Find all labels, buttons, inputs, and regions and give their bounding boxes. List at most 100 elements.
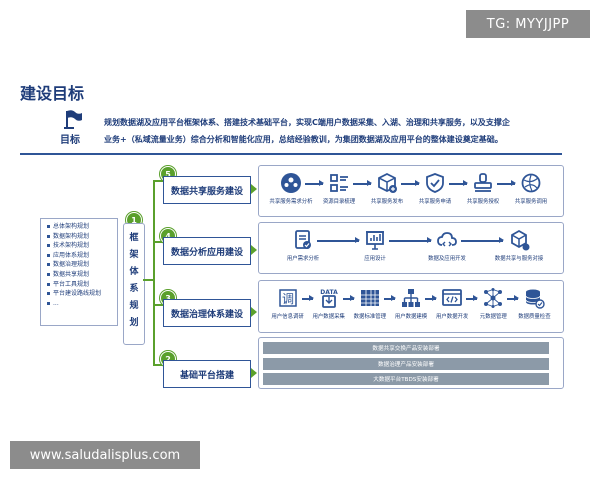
- database-check-icon: [526, 289, 546, 309]
- flow-arrow: [342, 295, 355, 301]
- planning-list-box: 总体架构规划数据架构规划技术架构规划应用体系规划数据治理规划数据共享规划平台工具…: [40, 218, 118, 326]
- process-step: 共享服务申请: [405, 172, 465, 205]
- process-step-label: 用户数据开发: [435, 314, 469, 320]
- framework-char: 框: [129, 233, 139, 243]
- watermark-top: TG: MYYJJPP: [466, 10, 590, 38]
- process-step-label: 数据共享与服务对接: [494, 256, 544, 262]
- process-step-label: 数据及应用开发: [428, 256, 466, 262]
- section-arrow-4: [251, 245, 257, 255]
- connector-3: [153, 304, 163, 306]
- goal-label: 目标: [60, 135, 80, 146]
- connector-2: [153, 364, 163, 366]
- section-label-governance: 数据治理体系建设: [163, 299, 251, 327]
- process-step-label: 用户数据采集: [312, 314, 345, 320]
- connector-main: [143, 279, 153, 281]
- process-step: 元数据管理: [463, 287, 523, 320]
- process-step: 应用设计: [345, 229, 405, 262]
- framework-planning-column: 框架体系规划: [123, 223, 145, 345]
- goal-text: 规划数据湖及应用平台框架体系、搭建技术基础平台，实现C端用户数据采集、入湖、治理…: [104, 114, 549, 148]
- section-arrow-5: [251, 184, 257, 194]
- flow-arrow: [461, 237, 504, 243]
- framework-char: 规: [129, 301, 139, 311]
- flow-arrow: [497, 180, 516, 186]
- planning-list-item: 数据治理规划: [47, 260, 117, 270]
- planning-list-item: 总体架构规划: [47, 222, 117, 232]
- planning-list-item: 平台工具规划: [47, 280, 117, 290]
- planning-list-item: ...: [47, 299, 117, 309]
- planning-list-item: 平台建设路线规划: [47, 289, 117, 299]
- people-share-icon: [281, 173, 301, 193]
- flow-arrow: [305, 180, 324, 186]
- survey-icon: 调: [278, 289, 297, 307]
- grid-table-icon: [360, 290, 379, 306]
- process-step-label: 共享服务申请: [418, 199, 452, 205]
- flow-arrow: [507, 295, 520, 301]
- flow-arrow: [449, 180, 468, 186]
- flow-arrow: [466, 295, 479, 301]
- process-step: DATA 用户数据采集: [299, 287, 359, 320]
- flow-arrow: [389, 237, 432, 243]
- goal-text-line2: 业务+（私域流量业务）综合分析和智能化应用，总结经验教训，为集团数据湖及应用平台…: [104, 135, 503, 144]
- flow-arrow: [401, 180, 420, 186]
- process-step-label: 数据质量检查: [518, 314, 551, 320]
- platform-bar-2: 数据治理产品安装部署: [263, 358, 549, 370]
- process-step: 共享服务需求分析: [261, 172, 321, 205]
- section-arrow-3: [251, 307, 257, 317]
- presentation-chart-icon: [366, 231, 384, 250]
- process-step: 数据共享与服务对接: [489, 229, 549, 262]
- planning-list: 总体架构规划数据架构规划技术架构规划应用体系规划数据治理规划数据共享规划平台工具…: [41, 219, 117, 308]
- shield-check-icon: [426, 173, 444, 193]
- cube-publish-icon: [378, 172, 397, 193]
- process-step: 数据标准管理: [340, 287, 400, 320]
- panel-analysis: 用户需求分析 应用设计数据及应用开发 数据共享与服务对接: [258, 222, 564, 274]
- hierarchy-icon: [402, 289, 420, 307]
- planning-list-item: 数据架构规划: [47, 232, 117, 242]
- connector-4: [153, 241, 163, 243]
- process-step: 共享服务授权: [453, 172, 513, 205]
- flow-arrow: [353, 180, 372, 186]
- process-step-label: 用户数据建模: [394, 314, 428, 320]
- connector-5: [153, 180, 163, 182]
- planning-list-item: 技术架构规划: [47, 241, 117, 251]
- connector-vertical: [153, 180, 155, 365]
- process-step: 用户数据建模: [381, 287, 441, 320]
- framework-char: 划: [129, 318, 139, 328]
- flow-arrow: [301, 295, 314, 301]
- goal-text-line1: 规划数据湖及应用平台框架体系、搭建技术基础平台，实现C端用户数据采集、入湖、治理…: [104, 118, 510, 127]
- process-step: 资源目录梳理: [309, 172, 369, 205]
- process-step-label: 用户需求分析: [286, 256, 320, 262]
- flow-arrow: [425, 295, 438, 301]
- process-step: 用户数据开发: [422, 287, 482, 320]
- process-step: 数据质量检查: [504, 287, 564, 320]
- panel-platform: 数据共享交换产品安装部署 数据治理产品安装部署 大数据平台TBDS安装部署: [258, 337, 564, 389]
- globe-icon: [521, 173, 541, 193]
- framework-char: 系: [129, 284, 139, 294]
- catalog-icon: [330, 174, 348, 192]
- section-label-platform: 基础平台搭建: [163, 360, 251, 388]
- document-check-icon: [295, 230, 311, 249]
- process-step-label: 共享服务授权: [466, 199, 500, 205]
- process-step: 数据及应用开发: [417, 229, 477, 262]
- section-arrow-2: [251, 368, 257, 378]
- process-step-label: 共享服务需求分析: [269, 199, 313, 205]
- section-label-sharing: 数据共享服务建设: [163, 176, 251, 204]
- process-step: 共享服务调用: [501, 172, 561, 205]
- svg-text:DATA: DATA: [320, 289, 338, 296]
- network-icon: [484, 288, 503, 308]
- process-step-label: 资源目录梳理: [322, 199, 356, 205]
- process-step-label: 用户信息调研: [271, 314, 304, 320]
- framework-char: 架: [129, 250, 139, 260]
- watermark-bottom: www.saludalisplus.com: [10, 441, 200, 469]
- goal-divider: [20, 153, 562, 155]
- process-step: 用户需求分析: [273, 229, 333, 262]
- panel-sharing: 共享服务需求分析 资源目录梳理 共享服务发布 共享服务申请 共享服务授权共享服务调用: [258, 165, 564, 217]
- process-step-label: 共享服务发布: [370, 199, 404, 205]
- stamp-icon: [474, 173, 492, 192]
- process-step: 调用户信息调研: [258, 287, 318, 320]
- flow-arrow: [383, 295, 397, 301]
- process-step-label: 元数据管理: [479, 314, 507, 320]
- platform-bar-1: 数据共享交换产品安装部署: [263, 342, 549, 354]
- flow-arrow: [317, 237, 360, 243]
- section-label-analysis: 数据分析应用建设: [163, 237, 251, 265]
